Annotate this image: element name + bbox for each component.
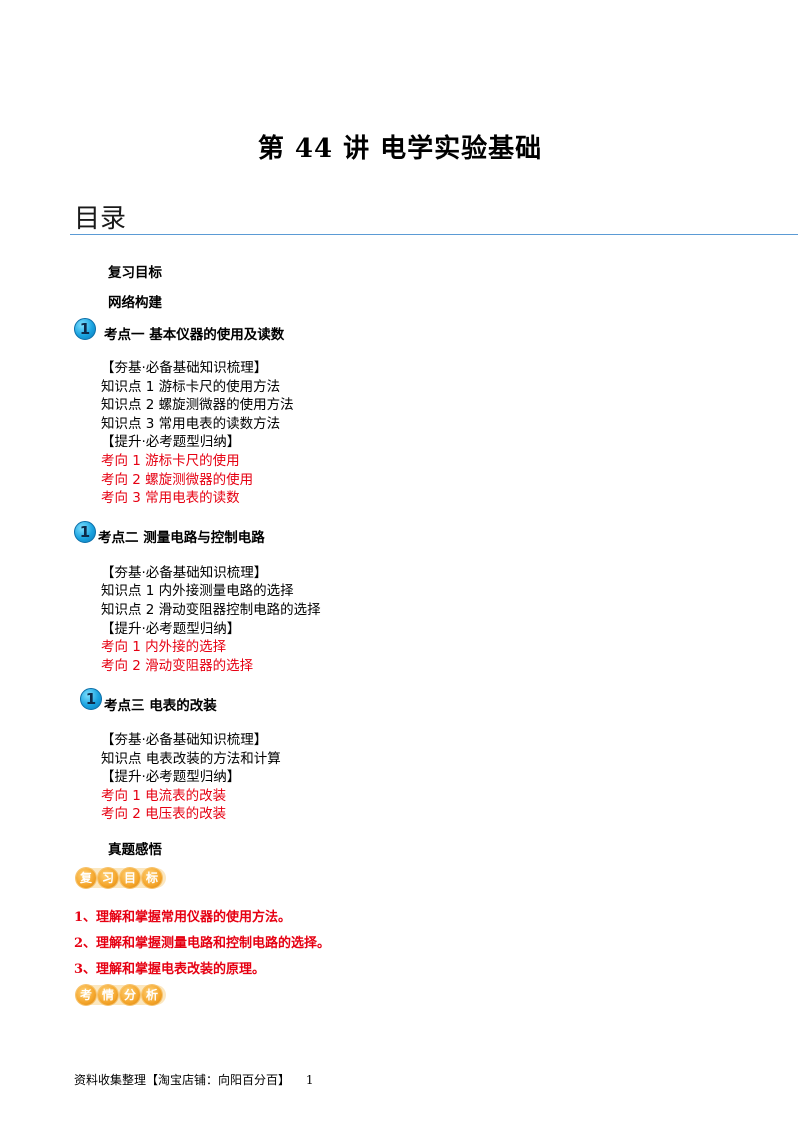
tag-char: 习	[98, 868, 118, 888]
toc-section2-title[interactable]: 考点二 测量电路与控制电路	[98, 530, 265, 546]
toc-section1-foundation[interactable]: 【夯基·必备基础知识梳理】	[101, 360, 268, 376]
tag-char: 析	[142, 985, 162, 1005]
toc-section3-foundation[interactable]: 【夯基·必备基础知识梳理】	[101, 732, 268, 748]
toc-section1-direction-1[interactable]: 考向 1 游标卡尺的使用	[101, 453, 240, 469]
toc-section1-point-3[interactable]: 知识点 3 常用电表的读数方法	[101, 416, 281, 432]
toc-section2-improve[interactable]: 【提升·必考题型归纳】	[101, 621, 241, 637]
tag-char: 情	[98, 985, 118, 1005]
goal-item-3: 3、理解和掌握电表改装的原理。	[74, 962, 266, 977]
toc-heading: 目录	[74, 204, 127, 234]
toc-section2-direction-1[interactable]: 考向 1 内外接的选择	[101, 639, 227, 655]
toc-section2-direction-2[interactable]: 考向 2 滑动变阻器的选择	[101, 658, 254, 674]
goal-item-1: 1、理解和掌握常用仪器的使用方法。	[74, 910, 292, 925]
toc-section3-title[interactable]: 考点三 电表的改装	[104, 698, 217, 714]
tag-char: 标	[142, 868, 162, 888]
goal-item-2: 2、理解和掌握测量电路和控制电路的选择。	[74, 936, 331, 951]
document-title: 第 44 讲 电学实验基础	[257, 134, 543, 164]
section-badge-icon: 1	[74, 521, 96, 543]
toc-section1-direction-3[interactable]: 考向 3 常用电表的读数	[101, 490, 240, 506]
toc-section2-point-2[interactable]: 知识点 2 滑动变阻器控制电路的选择	[101, 602, 321, 618]
tag-char: 分	[120, 985, 140, 1005]
toc-network-link[interactable]: 网络构建	[108, 295, 162, 311]
toc-section3-improve[interactable]: 【提升·必考题型归纳】	[101, 769, 241, 785]
toc-section3-direction-1[interactable]: 考向 1 电流表的改装	[101, 788, 227, 804]
exam-analysis-tag: 考 情 分 析	[76, 983, 166, 1007]
page-number: 1	[305, 1073, 314, 1087]
toc-section2-point-1[interactable]: 知识点 1 内外接测量电路的选择	[101, 583, 294, 599]
review-goals-tag: 复 习 目 标	[76, 866, 166, 890]
toc-section1-improve[interactable]: 【提升·必考题型归纳】	[101, 434, 241, 450]
toc-section1-point-1[interactable]: 知识点 1 游标卡尺的使用方法	[101, 379, 281, 395]
toc-section1-direction-2[interactable]: 考向 2 螺旋测微器的使用	[101, 472, 254, 488]
toc-real-exam-link[interactable]: 真题感悟	[108, 842, 162, 858]
footer-text: 资料收集整理【淘宝店铺：向阳百分百】	[74, 1073, 291, 1087]
toc-section3-point-1[interactable]: 知识点 电表改装的方法和计算	[101, 751, 281, 767]
tag-char: 考	[76, 985, 96, 1005]
toc-section2-foundation[interactable]: 【夯基·必备基础知识梳理】	[101, 565, 268, 581]
toc-section1-point-2[interactable]: 知识点 2 螺旋测微器的使用方法	[101, 397, 294, 413]
toc-section3-direction-2[interactable]: 考向 2 电压表的改装	[101, 806, 227, 822]
tag-char: 复	[76, 868, 96, 888]
toc-review-goals-link[interactable]: 复习目标	[108, 265, 162, 281]
section-badge-icon: 1	[80, 688, 102, 710]
section-badge-icon: 1	[74, 318, 96, 340]
toc-divider	[70, 234, 798, 235]
tag-char: 目	[120, 868, 140, 888]
page-footer: 资料收集整理【淘宝店铺：向阳百分百】 1	[74, 1071, 313, 1088]
toc-section1-title[interactable]: 考点一 基本仪器的使用及读数	[104, 327, 285, 343]
